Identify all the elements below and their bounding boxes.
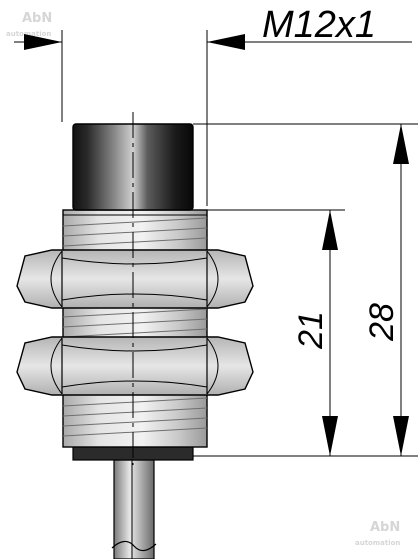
thread-dimension xyxy=(14,30,412,206)
total-length-label: 28 xyxy=(363,303,401,342)
watermark-logo-bottom: AbN automation xyxy=(355,520,400,547)
watermark-logo-top: AbN automation xyxy=(6,11,52,38)
lower-nut xyxy=(16,336,254,396)
vertical-extension-lines xyxy=(193,123,418,457)
svg-text:AbN: AbN xyxy=(370,520,400,535)
svg-text:automation: automation xyxy=(355,539,400,547)
svg-text:AbN: AbN xyxy=(22,11,52,26)
arrowhead-right xyxy=(207,34,245,50)
threaded-body xyxy=(62,209,208,448)
arrowhead-left xyxy=(24,34,62,50)
svg-text:automation: automation xyxy=(6,30,51,38)
thread-label: M12x1 xyxy=(262,4,376,46)
thread-length-dimension xyxy=(322,210,338,456)
cable xyxy=(111,459,157,559)
total-length-dimension xyxy=(393,124,409,456)
thread-length-label: 21 xyxy=(292,311,330,350)
upper-nut xyxy=(16,249,254,309)
